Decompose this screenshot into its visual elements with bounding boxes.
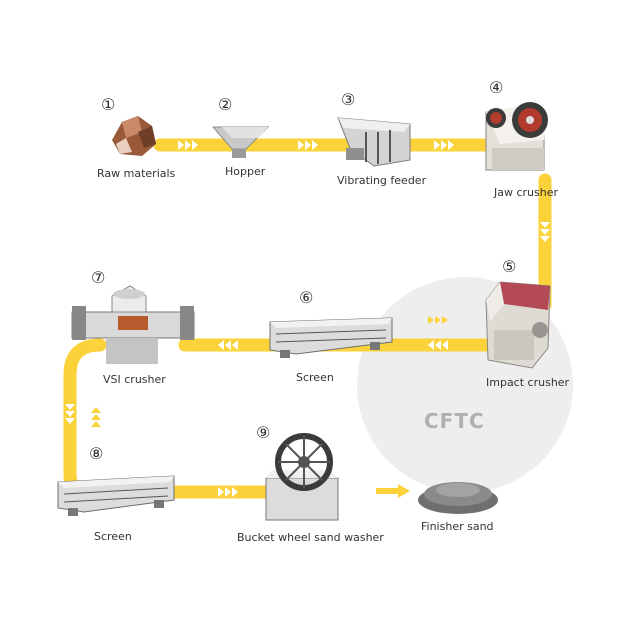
step-label-vsi-crusher: VSI crusher xyxy=(103,373,166,386)
step-number-1: ① xyxy=(101,95,116,114)
screen-icon xyxy=(269,317,393,358)
return-arrows xyxy=(91,316,448,498)
step-number-5: ⑤ xyxy=(502,257,517,276)
sand-pile-icon xyxy=(418,482,498,514)
arrow-left-icon xyxy=(218,340,238,350)
arrow-right-icon xyxy=(428,316,448,324)
step-number-8: ⑧ xyxy=(89,444,104,463)
step-number-9: ⑨ xyxy=(256,423,271,442)
raw-materials-icon xyxy=(112,116,156,156)
vsi-crusher-icon xyxy=(71,285,195,364)
step-number-6: ⑥ xyxy=(299,288,314,307)
product-label-finisher-sand: Finisher sand xyxy=(421,520,494,533)
arrow-right-icon xyxy=(298,140,318,150)
step-number-4: ④ xyxy=(489,78,504,97)
step-label-hopper: Hopper xyxy=(225,165,266,178)
step-label-screen-6: Screen xyxy=(296,371,334,384)
arrow-right-icon xyxy=(218,487,238,497)
step-number-7: ⑦ xyxy=(91,268,106,287)
step-number-3: ③ xyxy=(341,90,356,109)
step-label-bucket-wheel-sand-washer: Bucket wheel sand washer xyxy=(237,531,384,544)
step-label-impact-crusher: Impact crusher xyxy=(486,376,570,389)
step-label-vibrating-feeder: Vibrating feeder xyxy=(337,174,427,187)
arrow-left-icon xyxy=(428,340,448,350)
arrow-down-icon xyxy=(65,404,75,424)
impact-crusher-icon xyxy=(485,281,551,369)
step-label-raw-materials: Raw materials xyxy=(97,167,176,180)
hopper-icon xyxy=(211,126,270,158)
jaw-crusher-icon xyxy=(485,102,548,171)
step-label-jaw-crusher: Jaw crusher xyxy=(494,186,559,199)
arrow-right-icon xyxy=(178,140,198,150)
arrow-down-icon xyxy=(540,222,550,242)
vibrating-feeder-icon xyxy=(337,117,411,167)
flow-arrows xyxy=(65,140,550,497)
step-number-2: ② xyxy=(218,95,233,114)
arrow-right-icon xyxy=(434,140,454,150)
arrow-up-icon xyxy=(91,407,101,427)
arrow-right-icon xyxy=(376,484,410,498)
step-label-screen-8: Screen xyxy=(94,530,132,543)
screen-icon xyxy=(57,475,175,516)
bucket-wheel-sand-washer-icon xyxy=(265,433,339,521)
logo: CFTC xyxy=(424,409,485,433)
